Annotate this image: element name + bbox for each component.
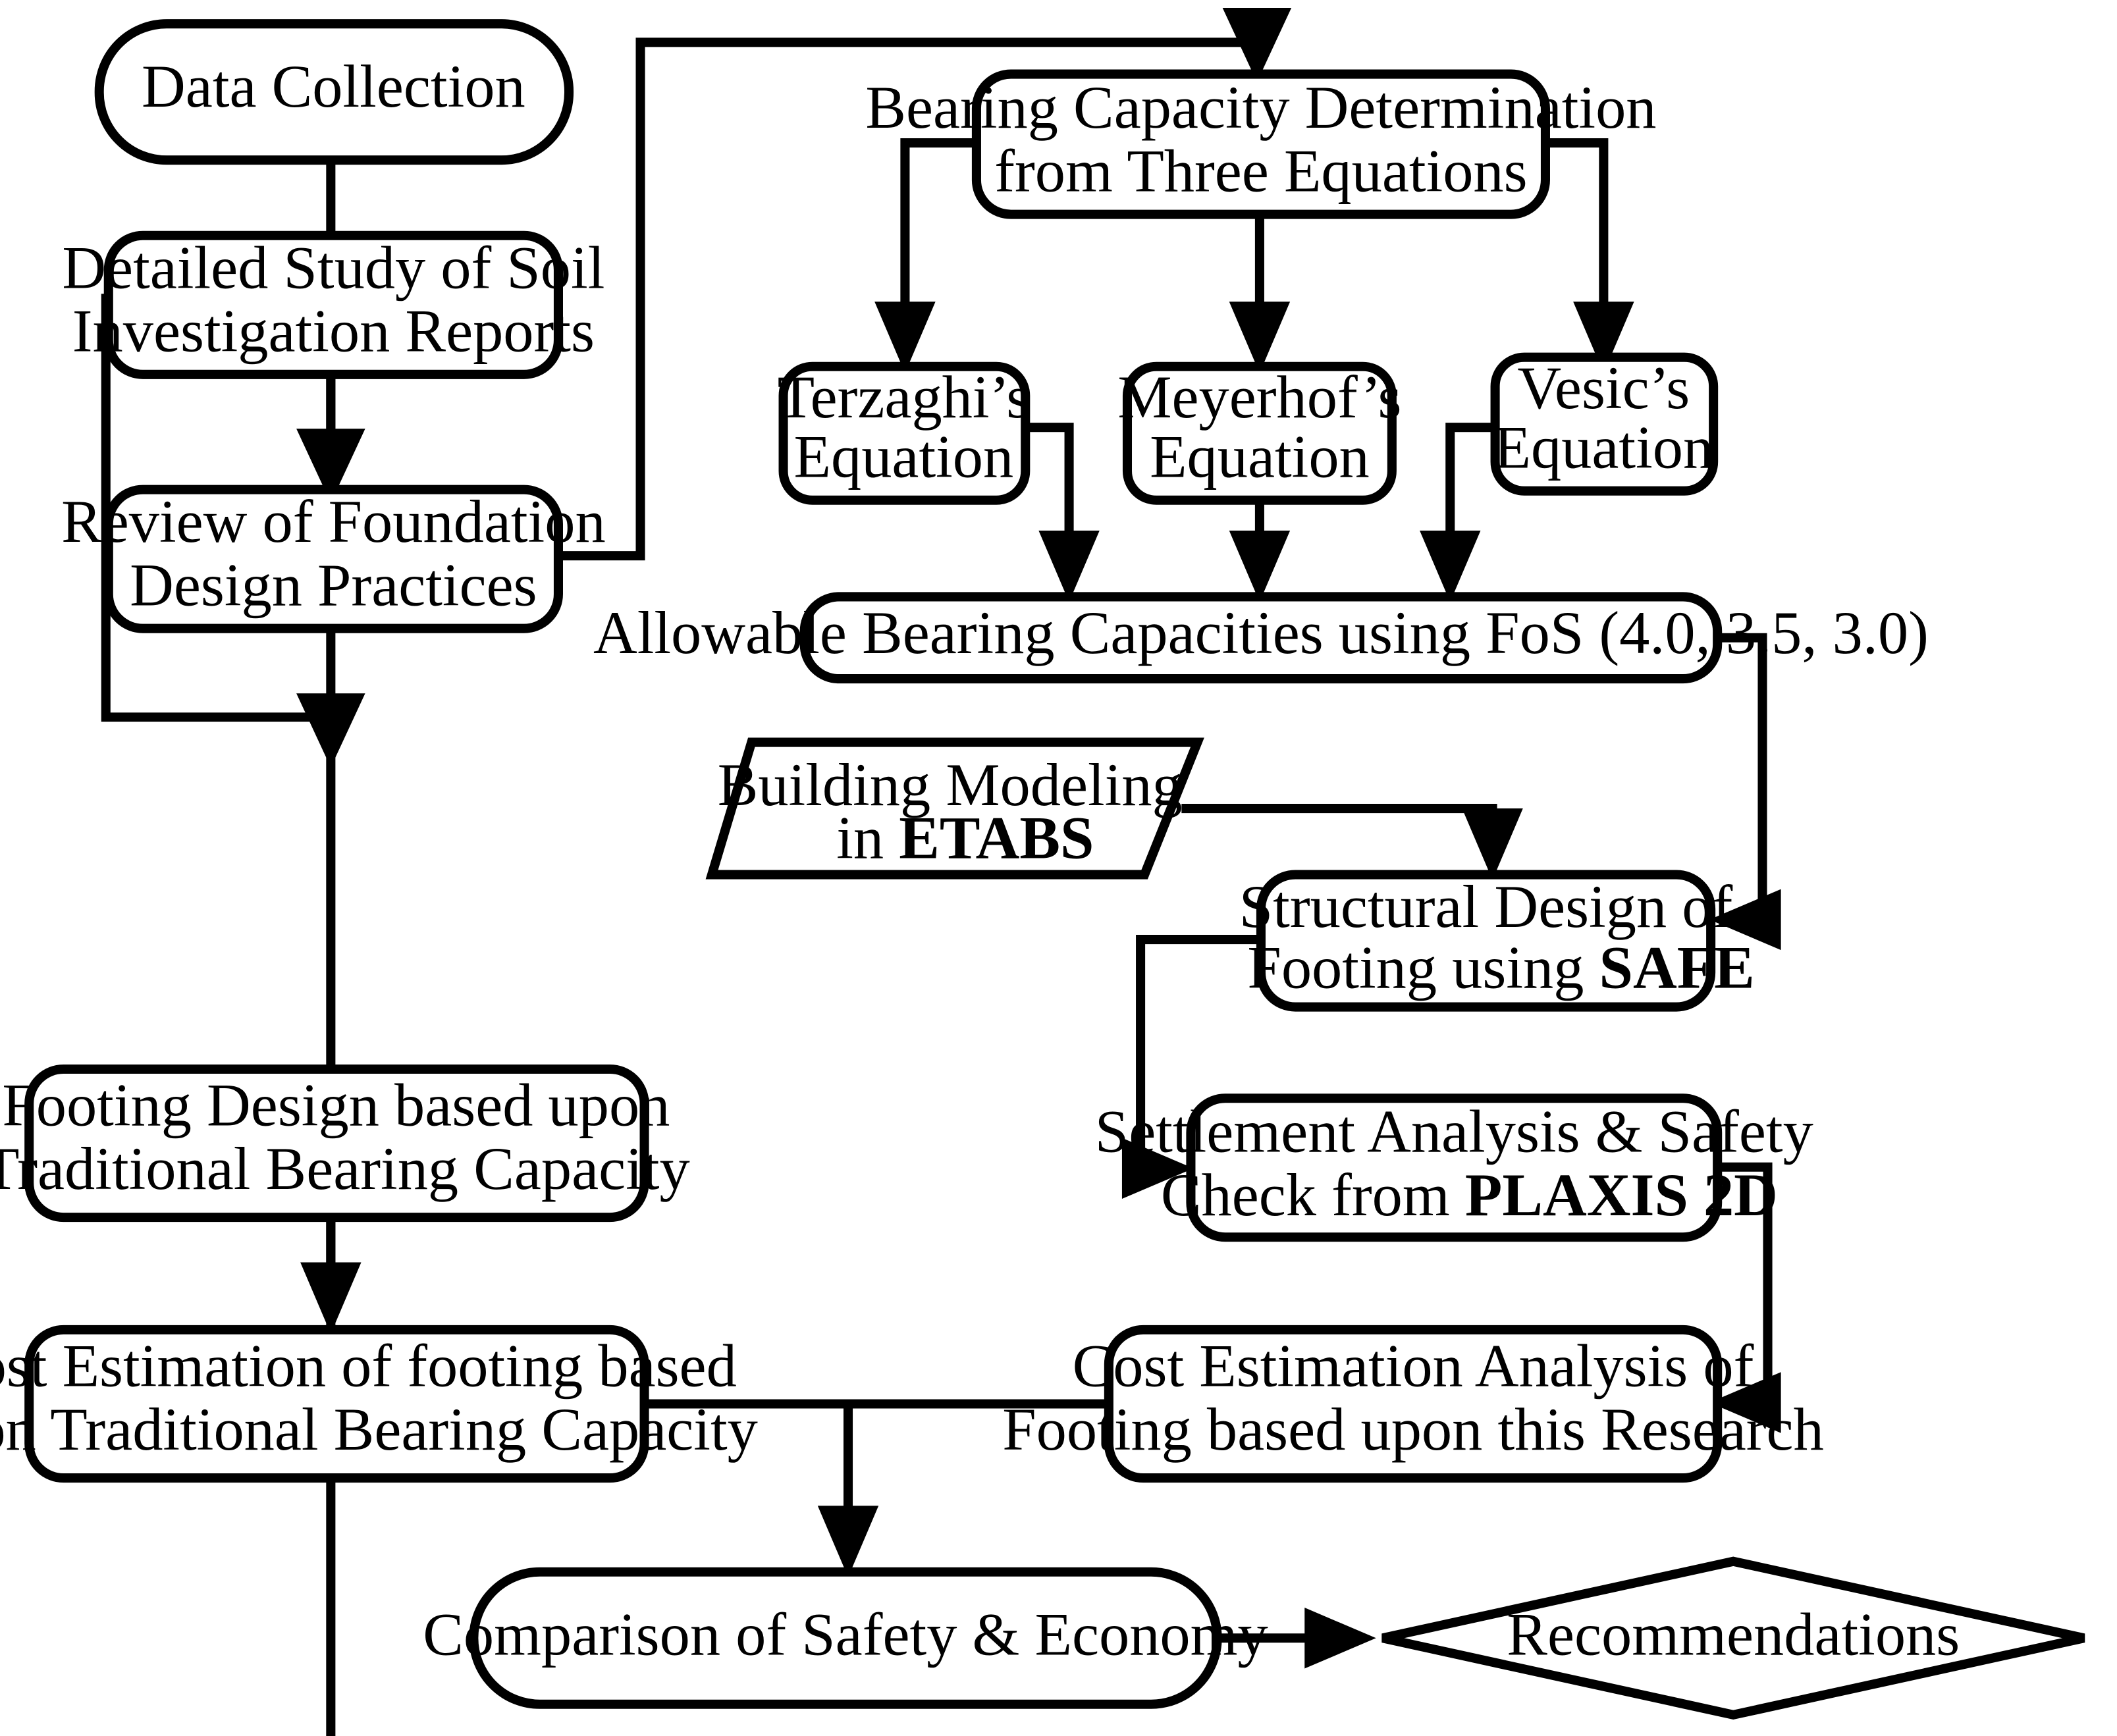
node-vesic[interactable]: Vesic’s Equation (1490, 352, 1719, 496)
meyerhof-label-line1: Meyerhof’s (1117, 363, 1401, 431)
node-settlement-analysis[interactable]: Settlement Analysis & Safety Check from … (1024, 1093, 1885, 1242)
footing-design-label-line2: Traditional Bearing Capacity (0, 1135, 690, 1202)
arrowhead-structural-design-top (1462, 808, 1523, 880)
settlement-analysis-line2-prefix: Check from (1161, 1161, 1465, 1228)
vesic-label-line1: Vesic’s (1517, 354, 1690, 421)
cost-research-label-line2: Footing based upon this Research (1002, 1396, 1824, 1463)
node-footing-design[interactable]: Footing Design based upon Traditional Be… (0, 1064, 690, 1223)
allowable-bearing-label: Allowable Bearing Capacities using FoS (… (593, 599, 1929, 666)
building-modeling-shape (705, 737, 1204, 880)
terzaghi-label-line1: Terzaghi’s (778, 363, 1031, 431)
review-foundation-shape (103, 485, 563, 633)
bearing-capacity-label-line2: from Three Equations (994, 138, 1527, 205)
arrowhead-comparison-top (817, 1506, 879, 1577)
arrowhead-cost-traditional-top (300, 1262, 362, 1334)
settlement-analysis-line2-bold: PLAXIS 2D (1465, 1161, 1778, 1228)
footing-design-shape (24, 1064, 649, 1223)
settlement-analysis-label-line1: Settlement Analysis & Safety (1095, 1098, 1813, 1165)
cost-research-shape (1104, 1325, 1723, 1483)
building-modeling-line2-bold: ETABS (899, 804, 1094, 872)
node-cost-traditional[interactable]: Cost Estimation of footing based upon Tr… (0, 1325, 758, 1483)
node-comparison[interactable]: Comparison of Safety & Economy (423, 1567, 1268, 1709)
data-collection-shape (94, 19, 574, 165)
node-structural-design[interactable]: Structural Design of Footing using SAFE (1110, 870, 1861, 1012)
building-modeling-label-line1: Building Modeling (718, 751, 1183, 818)
arrowhead-cost-research-right (1709, 1372, 1781, 1433)
connector-layer (101, 8, 1781, 1736)
edge-review-to-bearing-capacity (555, 38, 1257, 561)
arrowhead-vesic-top (1573, 302, 1634, 373)
vesic-shape (1490, 352, 1719, 496)
node-meyerhof[interactable]: Meyerhof’s Equation (1117, 361, 1402, 505)
arrowhead-allowable-from-terzaghi (1038, 530, 1100, 602)
arrowhead-meyerhof-top (1229, 302, 1291, 373)
structural-design-line2-prefix: Footing using (1247, 934, 1599, 1001)
structural-design-line2-bold: SAFE (1599, 934, 1755, 1001)
review-foundation-label-line2: Design Practices (130, 552, 537, 619)
bearing-capacity-shape (971, 69, 1550, 219)
node-detailed-study[interactable]: Detailed Study of Soil Investigation Rep… (62, 230, 604, 379)
node-cost-research[interactable]: Cost Estimation Analysis of Footing base… (1002, 1325, 1824, 1483)
settlement-analysis-shape (1186, 1093, 1723, 1242)
edge-terzaghi-to-allowable (1025, 423, 1074, 576)
structural-design-label-line1: Structural Design of (1239, 873, 1733, 940)
footing-design-label-line1: Footing Design based upon (2, 1072, 670, 1139)
node-bearing-capacity[interactable]: Bearing Capacity Determination from Thre… (865, 69, 1656, 219)
structural-design-shape (1256, 870, 1716, 1012)
comparison-label: Comparison of Safety & Economy (423, 1600, 1268, 1668)
arrowhead-bearing-capacity-top (1222, 8, 1292, 82)
node-data-collection[interactable]: Data Collection (94, 19, 574, 165)
node-review-foundation[interactable]: Review of Foundation Design Practices (61, 485, 606, 633)
allowable-bearing-shape (799, 592, 1723, 684)
node-allowable-bearing[interactable]: Allowable Bearing Capacities using FoS (… (593, 592, 1929, 684)
edge-vesic-to-allowable (1445, 423, 1495, 576)
arrowhead-allowable-from-vesic (1420, 530, 1481, 602)
detailed-study-shape (103, 230, 563, 379)
cost-research-label-line1: Cost Estimation Analysis of (1073, 1332, 1754, 1399)
meyerhof-label-line2: Equation (1150, 423, 1370, 490)
detailed-study-label-line2: Investigation Reports (72, 298, 595, 365)
arrowhead-terzaghi-top (874, 302, 936, 373)
vesic-label-line2: Equation (1494, 414, 1714, 481)
data-collection-label: Data Collection (142, 53, 525, 120)
comparison-shape (469, 1567, 1222, 1709)
arrowhead-allowable-from-meyerhof (1229, 530, 1291, 602)
settlement-analysis-label-line2: Check from PLAXIS 2D (1024, 1161, 1885, 1228)
cost-traditional-label-line1: Cost Estimation of footing based (0, 1332, 737, 1399)
node-recommendations[interactable]: Recommendations (1381, 1556, 2085, 1720)
arrowhead-settlement-left (1121, 1138, 1194, 1199)
terzaghi-shape (778, 361, 1031, 505)
structural-design-label-line2: Footing using SAFE (1110, 934, 1861, 1001)
terzaghi-label-line2: Equation (794, 423, 1014, 490)
building-modeling-line2-prefix: in (836, 804, 899, 872)
building-modeling-label-line2: in ETABS (699, 804, 1200, 872)
bearing-capacity-label-line1: Bearing Capacity Determination (865, 74, 1656, 141)
detailed-study-label-line1: Detailed Study of Soil (62, 234, 604, 301)
recommendations-label: Recommendations (1507, 1600, 1960, 1668)
edge-bearing-to-terzaghi (900, 138, 979, 347)
meyerhof-shape (1122, 361, 1397, 505)
recommendations-shape (1381, 1556, 2085, 1720)
cost-traditional-label-line2: upon Traditional Bearing Capacity (0, 1396, 758, 1463)
cost-traditional-shape (24, 1325, 649, 1483)
arrowhead-recommendations-left (1304, 1608, 1376, 1669)
arrowhead-structural-design-right (1709, 889, 1781, 951)
review-foundation-label-line1: Review of Foundation (61, 488, 606, 555)
edge-building-modeling-to-structural-design (1181, 804, 1497, 854)
node-building-modeling[interactable]: Building Modeling in ETABS (699, 737, 1204, 880)
node-terzaghi[interactable]: Terzaghi’s Equation (778, 361, 1031, 505)
edge-bearing-to-vesic (1543, 138, 1609, 347)
